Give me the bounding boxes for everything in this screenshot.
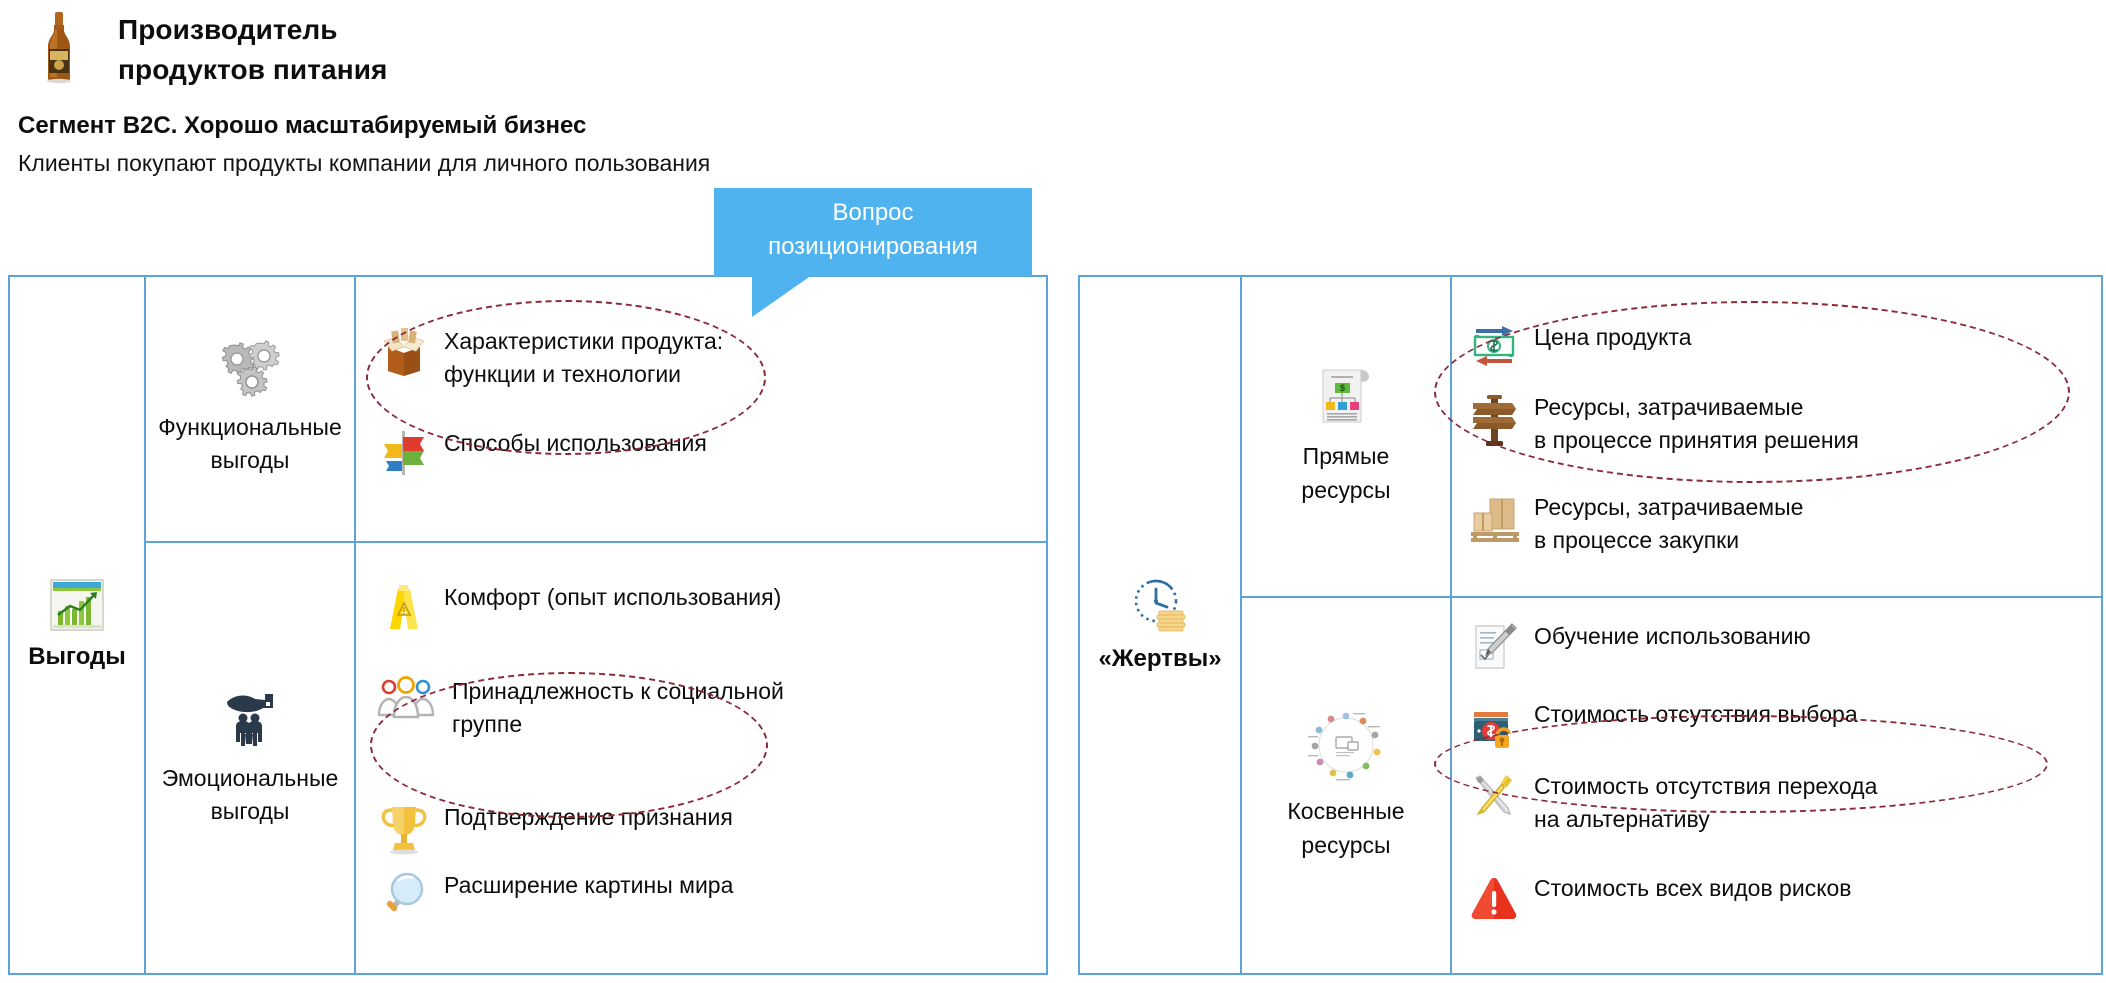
list-item: Обучение использованию — [1468, 620, 1988, 672]
list-item: Стоимость отсутствия выбора — [1468, 698, 1988, 750]
document-pen-icon — [1468, 620, 1520, 672]
company-title-line1: Производитель — [118, 14, 338, 45]
benefits-matrix: Выгоды Функциональные выгоды — [8, 275, 1048, 975]
sacrifices-item-text: Обучение использованию — [1534, 623, 1811, 649]
benefits-item-text: Комфорт (опыт использования) — [444, 584, 782, 610]
sacrifices-category-indirect: Косвенные ресурсы — [1242, 598, 1450, 973]
benefits-axis-cell: Выгоды — [10, 277, 144, 973]
sacrifices-item-text: Ресурсы, затрачиваемые в процессе закупк… — [1534, 494, 1804, 554]
positioning-callout: Вопрос позиционирования — [714, 188, 1032, 276]
svg-text:$: $ — [1340, 383, 1345, 393]
list-item: Ресурсы, затрачиваемые в процессе принят… — [1468, 391, 2068, 458]
tools-icon — [1468, 770, 1520, 822]
benefits-items-functional: Характеристики продукта: функции и техно… — [356, 277, 1046, 541]
list-item: Ресурсы, затрачиваемые в процессе закупк… — [1468, 491, 2068, 558]
sacrifices-category-direct: $ Прямые ресурсы — [1242, 277, 1450, 596]
header: Производитель продуктов питания — [0, 0, 1100, 110]
benefits-category-emotional: Эмоциональные выгоды — [146, 543, 354, 973]
list-item: Характеристики продукта: функции и техно… — [378, 325, 778, 392]
benefits-category-functional: Функциональные выгоды — [146, 277, 354, 541]
sacrifices-hline — [1240, 596, 2101, 598]
callout-line1: Вопрос — [832, 199, 914, 226]
benefits-item-text: Расширение картины мира — [444, 872, 734, 898]
sacrifices-vline-2 — [1450, 277, 1452, 973]
wooden-signpost-icon — [1468, 391, 1520, 446]
warning-triangle-icon — [1468, 872, 1520, 924]
bottle-icon — [42, 11, 76, 84]
callout-tail — [752, 275, 812, 317]
benefits-items-emotional: Комфорт (опыт использования) Принадлежно… — [356, 543, 1046, 973]
list-item: Цена продукта — [1468, 321, 1888, 373]
caution-sign-icon — [378, 581, 430, 633]
clock-coins-icon — [1129, 577, 1191, 633]
sacrifices-item-text: Стоимость отсутствия выбора — [1534, 701, 1858, 727]
sacrifices-item-text: Стоимость всех видов рисков — [1534, 875, 1852, 901]
people-group-icon — [377, 675, 435, 727]
sacrifices-item-text: Стоимость отсутствия перехода на альтерн… — [1534, 773, 1878, 833]
benefits-item-text: Способы использования — [444, 430, 707, 456]
list-item: Подтверждение признания — [378, 801, 848, 855]
page-title: Производитель продуктов питания — [118, 10, 387, 90]
sacrifices-item-text: Ресурсы, затрачиваемые в процессе принят… — [1534, 394, 1859, 454]
money-lock-icon — [1468, 698, 1520, 750]
list-item: Способы использования — [378, 427, 808, 479]
list-item: Комфорт (опыт использования) — [378, 581, 858, 633]
network-diagram-icon — [1306, 709, 1386, 781]
gears-icon — [219, 339, 281, 397]
benefits-vline-1 — [144, 277, 146, 973]
sacrifices-vline-1 — [1240, 277, 1242, 973]
segment-title: Сегмент B2C. Хорошо масштабируемый бизне… — [18, 112, 587, 139]
price-document-icon: $ — [1317, 366, 1375, 426]
cartons-pallet-icon — [1468, 491, 1520, 543]
sacrifices-category-label-direct: Прямые ресурсы — [1301, 443, 1391, 503]
benefits-category-label-functional: Функциональные выгоды — [158, 413, 342, 473]
list-item: Принадлежность к социальной группе — [377, 675, 848, 742]
sacrifices-items-indirect: Обучение использованию Стоимость отсутст… — [1452, 598, 2101, 973]
sacrifices-axis-label: «Жертвы» — [1098, 645, 1222, 672]
trophy-icon — [378, 801, 430, 855]
segment-subtitle: Клиенты покупают продукты компании для л… — [18, 150, 711, 176]
benefits-item-text: Подтверждение признания — [444, 804, 733, 830]
open-box-icon — [378, 325, 430, 377]
benefits-hline — [144, 541, 1046, 543]
sacrifices-axis-cell: «Жертвы» — [1080, 277, 1240, 973]
callout-line2: позиционирования — [768, 233, 978, 261]
sacrifices-items-direct: Цена продукта Ресурсы, затрачиваемые в п… — [1452, 277, 2101, 596]
money-exchange-icon — [1468, 321, 1520, 373]
growth-chart-icon — [50, 579, 104, 631]
list-item: Стоимость отсутствия перехода на альтерн… — [1468, 770, 2008, 837]
benefits-axis-label: Выгоды — [28, 643, 126, 670]
benefits-category-label-emotional: Эмоциональные выгоды — [161, 764, 339, 824]
list-item: Стоимость всех видов рисков — [1468, 872, 1988, 924]
benefits-item-text: Характеристики продукта: функции и техно… — [444, 328, 724, 388]
sacrifices-matrix: «Жертвы» $ Прямые ресурсы — [1078, 275, 2103, 975]
hand-over-family-icon — [221, 688, 279, 748]
sacrifices-category-label-indirect: Косвенные ресурсы — [1287, 798, 1405, 858]
benefits-item-text: Принадлежность к социальной группе — [452, 678, 784, 738]
benefits-vline-2 — [354, 277, 356, 973]
magnifier-icon — [378, 869, 430, 921]
company-title-line2: продуктов питания — [118, 53, 388, 85]
signpost-icon — [378, 427, 430, 479]
sacrifices-item-text: Цена продукта — [1534, 324, 1692, 350]
list-item: Расширение картины мира — [378, 869, 848, 921]
